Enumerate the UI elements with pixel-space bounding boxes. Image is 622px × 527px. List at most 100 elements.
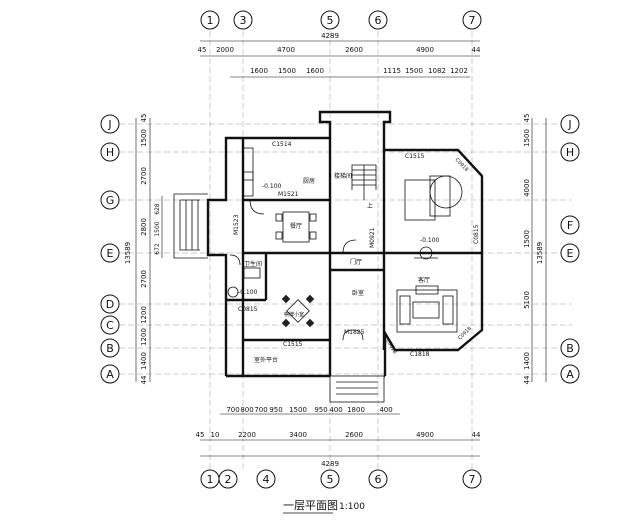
dim-right-total: 13589 [536, 242, 544, 264]
drawing-title: 一层平面图 1:100 [283, 499, 365, 514]
tag-m1825: M1825 [344, 329, 365, 336]
dining-table [275, 211, 317, 243]
dim-left-s2: 1500 [154, 221, 161, 236]
dim-left-3: 2700 [140, 167, 148, 185]
dim-right-5: 5100 [523, 291, 531, 309]
label-hall-up: 上 [367, 202, 373, 210]
doors [229, 199, 364, 341]
tag-c0815-right: C0815 [473, 224, 480, 244]
axis-bottom-2: 2 [225, 473, 232, 486]
dim-bot-3: 700 [254, 406, 267, 414]
dim-bot-r1b: 10 [211, 431, 220, 439]
dim-bot-6: 950 [314, 406, 327, 414]
label-stair-storage: 楼梯间 [334, 172, 352, 180]
tag-c1515-bottom: C1515 [283, 341, 303, 348]
axis-right-H: H [566, 146, 574, 159]
tag-c1515-top: C1515 [405, 153, 425, 160]
game-table [281, 294, 315, 328]
dim-top-i: 1600 [306, 67, 324, 75]
room-labels: 厨房 餐厅 楼梯间 上 客厅 卫生间 棋牌小室 卧室 门厅 室外平台 [244, 172, 430, 364]
dim-left-s3: 672 [154, 243, 161, 255]
dim-left-6: 1200 [140, 306, 148, 324]
label-living: 客厅 [418, 276, 430, 284]
dim-top-m: 1202 [450, 67, 468, 75]
dim-bot-7: 400 [329, 406, 342, 414]
dim-right-6: 1400 [523, 352, 531, 370]
axis-left-E: E [107, 247, 114, 260]
axis-left-H: H [106, 146, 114, 159]
dim-left-5: 2700 [140, 270, 148, 288]
living-sofa-set [396, 285, 458, 333]
label-dining: 餐厅 [290, 222, 302, 230]
title-name: 一层平面图 [283, 499, 338, 512]
tag-m1521: M1521 [278, 191, 299, 198]
axis-bubbles-left: J H G E D C B A [100, 114, 120, 384]
opening-tags: C1514 C1515 C1515 M1521 M1523 M0921 M182… [233, 141, 480, 358]
dim-right-1: 45 [523, 114, 531, 123]
tag-m0921: M0921 [369, 227, 376, 248]
axis-bottom-4: 4 [263, 473, 270, 486]
axis-bottom-7: 7 [469, 473, 476, 486]
dim-right-2: 1500 [523, 129, 531, 147]
dim-top-j: 1115 [383, 67, 401, 75]
axis-bubbles-top: 1 3 5 6 7 [200, 10, 482, 30]
axis-left-C: C [106, 319, 114, 332]
axis-bottom-6: 6 [375, 473, 382, 486]
left-porch [173, 193, 208, 259]
label-bath: 卫生间 [244, 260, 262, 268]
tag-m1523: M1523 [233, 214, 240, 235]
dim-bot-r1c: 2200 [238, 431, 256, 439]
dim-bot-9: 400 [379, 406, 392, 414]
dim-bot-5: 1500 [289, 406, 307, 414]
dim-left-1: 45 [140, 114, 148, 123]
axis-bubbles-bottom: 1 2 4 5 6 7 [200, 469, 482, 489]
level-living: -0.100 [420, 237, 440, 244]
axis-left-J: J [107, 118, 111, 131]
level-bath: -0.100 [238, 289, 258, 296]
axis-left-D: D [106, 298, 114, 311]
dim-top-b: 2000 [216, 46, 234, 54]
dim-top-h: 1500 [278, 67, 296, 75]
dims-top: 4289 45 2000 4700 2600 4900 44 1600 1500… [198, 32, 481, 78]
building-walls [206, 110, 484, 378]
bath-fixtures [227, 267, 261, 298]
axis-right-J: J [567, 118, 571, 131]
label-bedroom: 卧室 [352, 289, 364, 297]
axis-left-G: G [106, 194, 115, 207]
axis-guides [110, 22, 572, 470]
dims-left: 13589 45 1500 2700 2800 2700 1200 1200 1… [124, 114, 163, 384]
label-guest-room: 棋牌小室 [284, 311, 304, 318]
level-kitchen: -0.100 [262, 183, 282, 190]
axis-top-5: 5 [327, 14, 334, 27]
dims-bottom: 700 800 700 950 1500 950 400 1800 400 45… [196, 406, 481, 468]
dim-bot-2: 800 [240, 406, 253, 414]
dim-left-s1: 628 [154, 203, 161, 215]
dim-top-d: 2600 [345, 46, 363, 54]
axis-bubbles-right: J H F E B A [560, 114, 580, 384]
dim-bot-r1f: 4900 [416, 431, 434, 439]
axis-right-F: F [567, 219, 573, 232]
dim-bot-total: 4289 [321, 460, 339, 468]
dim-bot-8: 1800 [347, 406, 365, 414]
axis-right-E: E [567, 247, 574, 260]
dim-bot-r1d: 3400 [289, 431, 307, 439]
dim-bot-r1e: 2600 [345, 431, 363, 439]
tv-unit [404, 175, 463, 260]
axis-left-A: A [106, 368, 114, 381]
dim-right-7: 44 [523, 375, 531, 384]
dim-left-7: 1200 [140, 328, 148, 346]
dim-top-e: 4900 [416, 46, 434, 54]
dims-right: 45 1500 4000 1500 5100 1400 44 13589 [523, 114, 547, 384]
axis-top-7: 7 [469, 14, 476, 27]
axis-left-B: B [106, 342, 114, 355]
dim-left-8: 1400 [140, 352, 148, 370]
tag-c0818: C0818 [384, 338, 397, 355]
tag-c1514: C1514 [272, 141, 292, 148]
axis-bottom-5: 5 [327, 473, 334, 486]
dim-left-9: 44 [140, 375, 148, 384]
dim-bot-r1a: 45 [196, 431, 205, 439]
dim-right-4: 1500 [523, 230, 531, 248]
tag-c1818: C1818 [410, 351, 430, 358]
axis-right-B: B [566, 342, 574, 355]
